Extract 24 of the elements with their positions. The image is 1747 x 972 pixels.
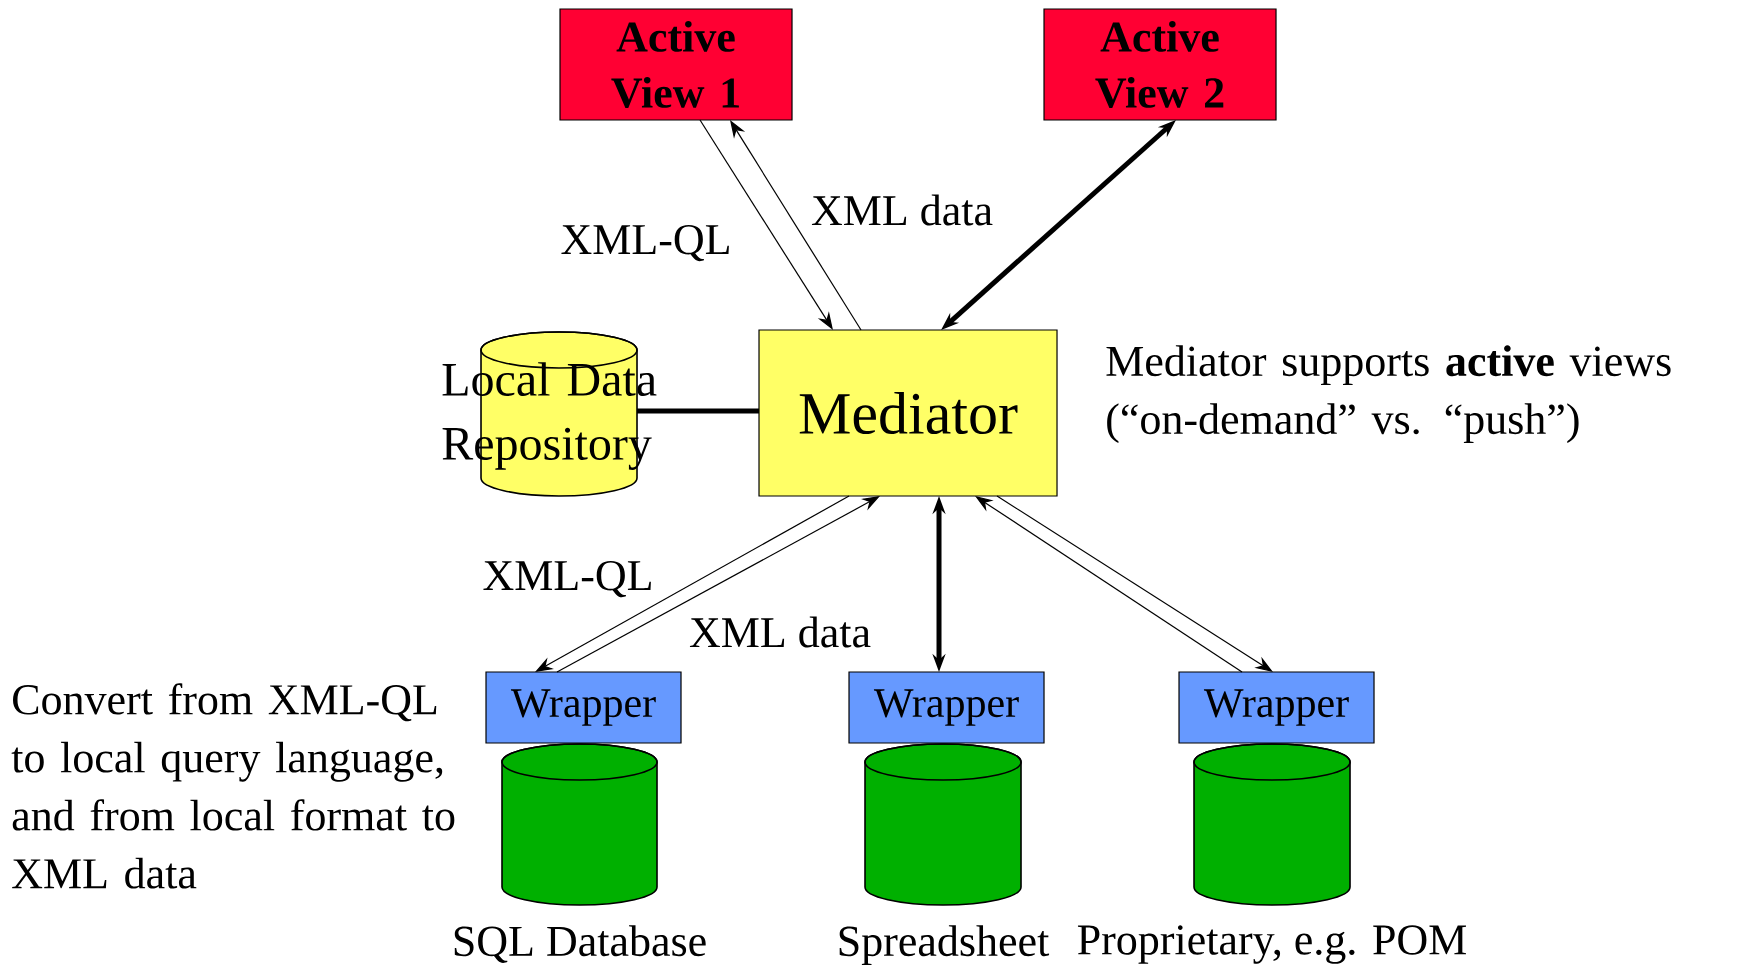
database-cylinder — [501, 743, 658, 906]
arrow — [556, 496, 880, 673]
mediator-box: Mediator — [758, 329, 1058, 497]
database-cylinder — [864, 743, 1022, 906]
node-label: Proprietary, e.g. POM — [1077, 925, 1467, 964]
view-box: Active View 1 — [559, 8, 793, 121]
arrow — [730, 120, 862, 331]
database-cylinder — [1193, 743, 1351, 906]
note-text: Mediator supports active views (“on-demand” vs. “push”) — [1106, 345, 1671, 444]
arrow — [996, 495, 1273, 672]
view-box: Active View 2 — [1043, 8, 1277, 121]
edge-label: XML data — [809, 192, 996, 228]
edge-label: XML-QL — [480, 558, 656, 600]
edge-label: XML-QL — [558, 222, 734, 264]
arrow — [535, 495, 850, 672]
wrapper-box: Wrapper — [848, 671, 1045, 744]
arrow — [975, 496, 1243, 673]
edge-label: XML data — [687, 614, 874, 650]
wrapper-box: Wrapper — [485, 671, 682, 744]
node-label: Spreadsheet — [839, 925, 1050, 966]
note-text: Convert from XML-QL to local query language, and from local format to XML data — [11, 683, 455, 889]
wrapper-box: Wrapper — [1178, 671, 1375, 744]
node-label: SQL Database — [454, 925, 706, 963]
arrow — [699, 119, 833, 330]
